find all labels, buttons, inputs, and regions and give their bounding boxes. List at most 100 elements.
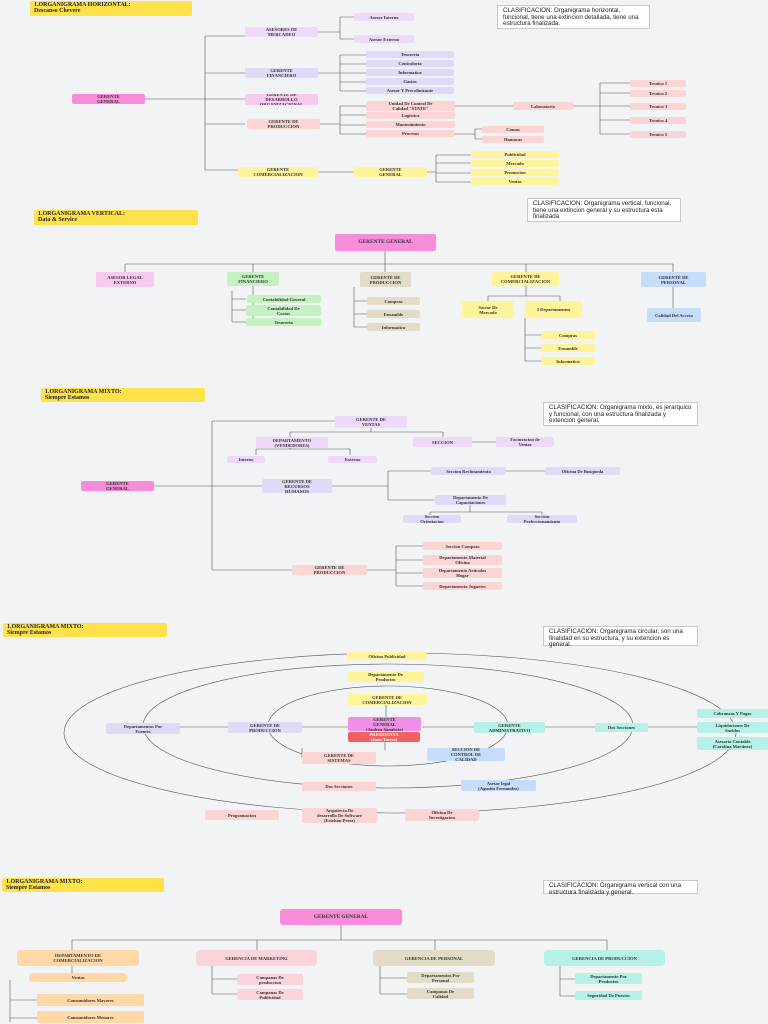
s5-consumidores-menores[interactable]: Consumidores Menores: [37, 1011, 144, 1023]
s5-depto-productos[interactable]: Departamento Por Productos: [575, 973, 642, 984]
s1-gerente-desarrollo[interactable]: GERENTE DE DESARROLLO ORGANIZACIONAL: [245, 94, 318, 105]
s4-oficina-investigacion[interactable]: Oficina De Investigacion: [405, 809, 479, 821]
s4-dos-secciones-2[interactable]: Dos Secciones: [302, 782, 376, 791]
s1-camas[interactable]: Camas: [482, 126, 544, 133]
s4-dos-secciones[interactable]: Dos Secciones: [595, 723, 648, 732]
s1-tecnico-4[interactable]: Tecnico 4: [630, 117, 686, 124]
s3-gerente-general[interactable]: GERENTE GENERAL: [81, 481, 154, 491]
s1-tecnico-1[interactable]: Tecnico 1: [630, 80, 686, 87]
s4-seccion-calidad[interactable]: SECCION DE CONTROL DE CALIDAD: [427, 748, 505, 761]
s2-contabilidad-costos[interactable]: Contabilidad De Costos: [246, 305, 321, 316]
s3-seccion-reclutamiento[interactable]: Seccion Reclutamiento: [431, 467, 506, 475]
s1-tesoreria[interactable]: Tesoreria: [366, 51, 454, 58]
s2-gerente-produccion[interactable]: GERENTE DE PRODUCCION: [360, 272, 411, 287]
s5-gerente-general[interactable]: GERENTE GENERAL: [280, 909, 402, 925]
s3-depto-capacitaciones[interactable]: Departamento De Capacitaciones: [435, 495, 506, 505]
s2-calidad-acceso[interactable]: Calidad Del Acceso: [647, 308, 701, 322]
s2-compras[interactable]: Compras: [367, 297, 420, 305]
s3-gerente-produccion[interactable]: GERENTE DE PRODUCCION: [292, 565, 367, 575]
s3-oficina-busqueda[interactable]: Oficina De Busqueda: [545, 467, 620, 475]
s4-oficina-publicidad[interactable]: Oficina Publicidad: [347, 652, 427, 660]
s1-publicidad[interactable]: Publicidad: [471, 151, 559, 158]
s1-hamacas[interactable]: Hamacas: [482, 136, 544, 143]
s2-ensamble-2[interactable]: Ensamble: [541, 344, 595, 352]
s3-gerente-ventas[interactable]: GERENTE DE VENTAS: [335, 416, 407, 428]
s2-informatica[interactable]: Informatica: [367, 323, 420, 331]
s2-gerente-general[interactable]: GERENTE GENERAL: [335, 234, 436, 251]
s2-ensamble[interactable]: Ensamble: [367, 310, 420, 318]
s4-gerente-comercializacion[interactable]: GERENTE DE COMERCIALIZACION: [347, 694, 427, 705]
s1-asesor-precolinizante[interactable]: Asesor Y Precolinizante: [366, 87, 454, 94]
s5-depto-personal[interactable]: Departamentos Por Personal: [407, 972, 474, 983]
s3-seccion[interactable]: SECCION: [413, 437, 472, 447]
s1-laboratorio[interactable]: Laboratorio: [513, 102, 573, 110]
s1-tecnico-2[interactable]: Tecnico 2: [630, 90, 686, 97]
s1-tecnico-5[interactable]: Tecnico 5: [630, 131, 686, 138]
s4-arquitecto[interactable]: Arquitecto De desarrollo De Software (Es…: [302, 808, 377, 823]
s4-programacion[interactable]: Programacion: [205, 810, 279, 820]
s1-asesor-interno[interactable]: Asesor Interno: [354, 13, 414, 21]
s1-procesos[interactable]: Procesos: [366, 130, 455, 137]
s2-informatica-2[interactable]: Informatica: [541, 357, 595, 365]
s3-depto-material[interactable]: Departamento Material Oficina: [423, 555, 502, 565]
s3-facturacion[interactable]: Facturacion de Ventas: [496, 437, 554, 447]
s5-gerencia-marketing[interactable]: GERENCIA DE MARKETING: [196, 950, 317, 966]
s4-departamentos-fuentes[interactable]: Departamentos Por Fuentes: [106, 723, 180, 734]
s3-externo[interactable]: Externo: [328, 456, 377, 463]
s2-5-departamentos[interactable]: 5 Departamentos: [525, 301, 582, 318]
s5-gerencia-personal[interactable]: GERENCIA DE PERSONAL: [373, 950, 495, 966]
s2-gerente-comercializacion[interactable]: GERENTE DE COMERCIALIZACION: [492, 272, 559, 286]
s5-campanas-publicidad[interactable]: Campanas De Publicidad: [237, 989, 303, 1000]
s3-gerente-rrhh[interactable]: GERENTE DE RECURSOS HUMANOS: [262, 479, 332, 493]
s1-asesor-externo[interactable]: Asesor Externo: [354, 35, 414, 43]
s1-gerente-general[interactable]: GERENTE GENERAL: [72, 94, 145, 104]
s3-depto-articulos[interactable]: Departamento Articulos Hogar: [423, 568, 502, 578]
s4-cobranzas[interactable]: Cobranzas Y Pagos: [697, 709, 768, 718]
s4-gerente-produccion[interactable]: GERENTE DE PRODUCCION: [228, 722, 302, 733]
s2-asesor-legal[interactable]: ASESOR LEGAL EXTERNO: [96, 272, 154, 287]
s1-gerente-comercializacion[interactable]: GERENTE COMERCIALIZACION: [238, 167, 318, 177]
s5-ventas[interactable]: Ventas: [29, 973, 127, 982]
s5-seguridad-puestos[interactable]: Seguridad De Puestos: [575, 991, 642, 1000]
s3-depto-vendedores[interactable]: DEPARTAMENTO (VENDEDORES): [256, 437, 328, 448]
s2-gerente-financiero[interactable]: GERENTE FINANCIERO: [227, 272, 279, 286]
s1-promocion[interactable]: Promocion: [471, 169, 559, 176]
s1-contraloria[interactable]: Contraloria: [366, 60, 454, 67]
s4-gerente-general[interactable]: GERENTE GENERAL (Andrea Sanabria): [348, 717, 421, 731]
s5-campanas-produccion[interactable]: Campanas De produccion: [237, 974, 303, 985]
s1-asesores-mercadeo[interactable]: ASESORES DE MERCADEO: [245, 27, 318, 37]
s1-gastos[interactable]: Gastos: [366, 78, 454, 85]
s4-gerente-administrativo[interactable]: GERENTE ADMINISTRATIVO: [474, 722, 545, 733]
s3-depto-juguetes[interactable]: Departamento Juguetes: [423, 582, 502, 590]
s5-campanas-calidad[interactable]: Campanas De Calidad: [407, 988, 474, 999]
s1-mercado[interactable]: Mercado: [471, 160, 559, 167]
s3-interno[interactable]: Interno: [227, 456, 265, 463]
s1-gerente-produccion[interactable]: GERENTE DE PRODUCCION: [247, 119, 320, 129]
s4-gerente-sistemas[interactable]: GERENTE DE SISTEMAS: [302, 752, 376, 764]
s3-seccion-perfeccionamiento[interactable]: Seccion Perfeccionamiento: [507, 515, 577, 523]
s1-logistica[interactable]: Logistica: [366, 112, 455, 119]
s3-seccion-compras[interactable]: Seccion Compras: [423, 542, 502, 550]
s2-contabilidad-general[interactable]: Contabilidad General: [247, 295, 321, 303]
s4-asesor-legal[interactable]: Asesor legal (Agustin Fernandez): [461, 780, 536, 791]
s3-seccion-orientacion[interactable]: Seccion Orientacion: [403, 515, 461, 523]
s1-informatica[interactable]: Informatica: [366, 69, 454, 76]
s4-asesoria-contable[interactable]: Asesoria Contable (Carolina Martinez): [697, 737, 768, 750]
s1-mantenimiento[interactable]: Mantenimiento: [366, 121, 455, 128]
s2-tesoreria[interactable]: Tesoreria: [246, 318, 321, 326]
s5-gerencia-produccion[interactable]: GERENCIA DE PRODUCCION: [544, 950, 665, 966]
s1-unidad-control[interactable]: Unidad De Control De Calidad "STATE": [366, 101, 455, 111]
s4-liquidaciones[interactable]: Liquidaciones De Sueldos: [697, 722, 768, 733]
s5-consumidores-mayores[interactable]: Consumidores Mayores: [37, 994, 144, 1006]
s2-gerente-personal[interactable]: GERENTE DE PERSONAL: [641, 272, 706, 287]
s2-sector-mercado[interactable]: Sector De Mercado: [462, 301, 514, 318]
s1-ventas[interactable]: Ventas: [471, 178, 559, 185]
s1-gerente-financiero[interactable]: GERENTE FINANCIERO: [245, 68, 318, 78]
s5-depto-comercializacion[interactable]: DEPARTAMENTO DE COMERCIALIZACION: [17, 950, 139, 966]
s2-compras-2[interactable]: Compras: [541, 331, 595, 339]
s1-gerente-general-2[interactable]: GERENTE GENERAL: [354, 167, 427, 177]
s4-depto-productos[interactable]: Departamento De Productos: [347, 672, 424, 682]
s4-presidenta[interactable]: PRESIDENTA (Juan Torres): [348, 732, 420, 742]
s1-tecnico-3[interactable]: Tecnico 3: [630, 103, 686, 110]
